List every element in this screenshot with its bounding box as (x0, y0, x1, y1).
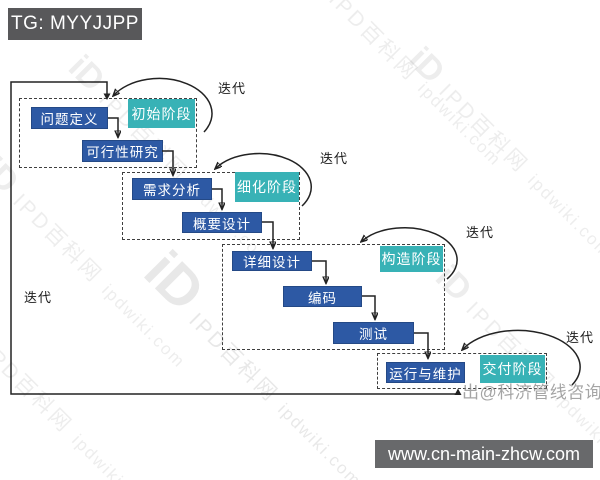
phase-box-inception: 初始阶段 (128, 99, 195, 128)
iteration-label-stage-2: 迭代 (320, 151, 349, 166)
iteration-label-stage-3: 迭代 (466, 225, 495, 240)
arrow-feasibility-to-requirements (162, 150, 173, 174)
phase-box-transition: 交付阶段 (480, 355, 545, 383)
url-watermark-bar: www.cn-main-zhcw.com (375, 440, 593, 468)
task-box-detailed-design: 详细设计 (232, 251, 312, 271)
iteration-label-stage-1: 迭代 (218, 81, 247, 96)
arrow-problem-to-feasibility (108, 117, 118, 136)
task-box-coding: 编码 (283, 286, 362, 307)
task-box-preliminary-design: 概要设计 (182, 212, 262, 233)
task-box-testing: 测试 (333, 322, 414, 344)
loop-line-overall (10, 81, 459, 395)
iteration-label-overall: 迭代 (24, 290, 53, 305)
phase-box-construction: 构造阶段 (380, 246, 443, 272)
iteration-label-stage-4: 迭代 (566, 330, 595, 345)
task-box-problem-definition: 问题定义 (31, 107, 108, 129)
stage-frame-elaboration (122, 172, 300, 240)
stage-frame-transition (377, 353, 547, 389)
arrow-requirements-to-preliminary (212, 188, 222, 208)
phase-box-elaboration: 细化阶段 (235, 172, 299, 202)
loop-arrow-elaboration (216, 152, 312, 207)
tg-tag-badge: TG: MYYJJPP (8, 8, 142, 40)
task-box-operation-maintenance: 运行与维护 (386, 362, 465, 383)
arrow-preliminary-to-detailed (262, 221, 273, 247)
task-box-requirements-analysis: 需求分析 (132, 178, 212, 200)
task-box-feasibility-study: 可行性研究 (82, 140, 163, 162)
stage-frame-inception (19, 98, 197, 168)
arrow-coding-to-testing (362, 295, 375, 318)
loop-arrow-inception (114, 77, 213, 133)
stage-frame-construction (222, 244, 445, 350)
arrow-detailed-to-coding (312, 260, 326, 282)
arrow-testing-to-operation (414, 332, 428, 357)
loop-arrow-transition (463, 329, 581, 386)
overall-loop-down-arrowhead (103, 93, 111, 100)
loop-arrow-construction (362, 227, 458, 280)
overall-loop-up-arrowhead (454, 388, 462, 395)
